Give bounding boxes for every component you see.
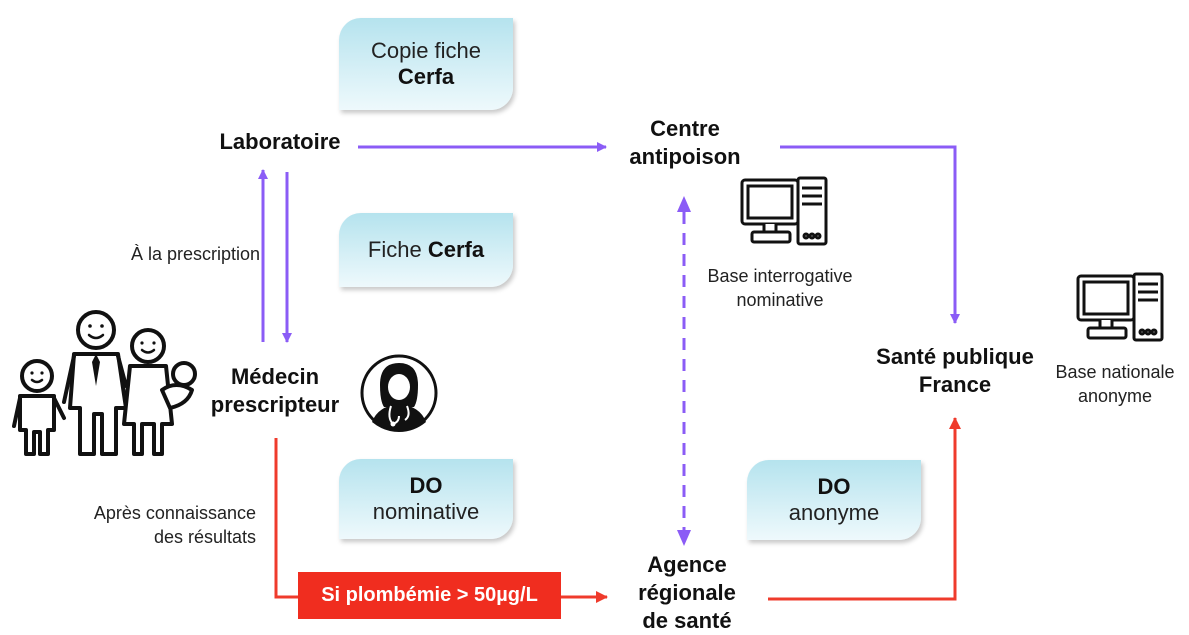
tile-do-nominative-line2: nominative	[372, 499, 480, 524]
note-base-nationale-line1: Base nationale	[1055, 362, 1175, 382]
family-icon	[12, 310, 197, 456]
note-apres-line2: des résultats	[153, 527, 256, 547]
node-agence-regionale-sante: Agence régionale de santé	[612, 551, 762, 635]
node-sante-publique-france: Santé publique France	[860, 343, 1050, 399]
note-base-interrogative-line2: nominative	[736, 290, 824, 310]
node-medecin-prescripteur: Médecin prescripteur	[200, 363, 350, 419]
arrow-agence-to-spf	[768, 417, 961, 601]
node-agence-line1: Agence	[647, 552, 727, 577]
tile-copie-line1: Copie fiche	[370, 38, 482, 63]
tile-copie-fiche-cerfa: Copie fiche Cerfa	[339, 18, 513, 110]
tile-fiche-bold: Cerfa	[427, 237, 485, 262]
tile-fiche-cerfa: Fiche Cerfa	[339, 213, 513, 287]
note-base-nationale-line2: anonyme	[1077, 386, 1153, 406]
arrowhead-up	[677, 196, 691, 212]
node-agence-line2: régionale	[638, 580, 736, 605]
alert-plombemie-label: Si plombémie > 50µg/L	[321, 584, 538, 606]
computer-icon	[740, 176, 828, 246]
tile-do-nominative: DO nominative	[339, 459, 513, 539]
node-laboratoire: Laboratoire	[205, 128, 355, 156]
alert-plombemie: Si plombémie > 50µg/L	[298, 572, 561, 619]
note-apres-resultats: Après connaissance des résultats	[50, 501, 256, 549]
computer-icon	[1076, 272, 1164, 342]
tile-do-anonyme-line2: anonyme	[788, 500, 880, 525]
node-centre-line1: Centre	[650, 116, 720, 141]
arrowhead-down	[677, 530, 691, 546]
doctor-icon	[360, 354, 438, 432]
tile-copie-line2: Cerfa	[397, 64, 455, 89]
tile-do-anonyme: DO anonyme	[747, 460, 921, 540]
arrow-centre-to-spf	[780, 145, 960, 324]
note-base-nationale: Base nationale anonyme	[1050, 360, 1180, 408]
tile-do-nominative-line1: DO	[409, 473, 443, 498]
node-centre-line2: antipoison	[629, 144, 741, 169]
note-apres-line1: Après connaissance	[93, 503, 256, 523]
note-base-interrogative: Base interrogative nominative	[690, 264, 870, 312]
node-sante-line2: France	[918, 372, 992, 397]
tile-do-anonyme-line1: DO	[817, 474, 851, 499]
node-agence-line3: de santé	[642, 608, 732, 633]
node-centre-antipoison: Centre antipoison	[610, 115, 760, 171]
tile-fiche-prefix: Fiche	[367, 237, 428, 262]
node-sante-line1: Santé publique	[876, 344, 1034, 369]
node-medecin-line1: Médecin	[230, 364, 320, 389]
note-a-la-prescription: À la prescription	[100, 242, 260, 266]
node-laboratoire-label: Laboratoire	[219, 129, 341, 154]
note-a-la-prescription-label: À la prescription	[130, 244, 260, 264]
node-medecin-line2: prescripteur	[210, 392, 340, 417]
note-base-interrogative-line1: Base interrogative	[707, 266, 853, 286]
